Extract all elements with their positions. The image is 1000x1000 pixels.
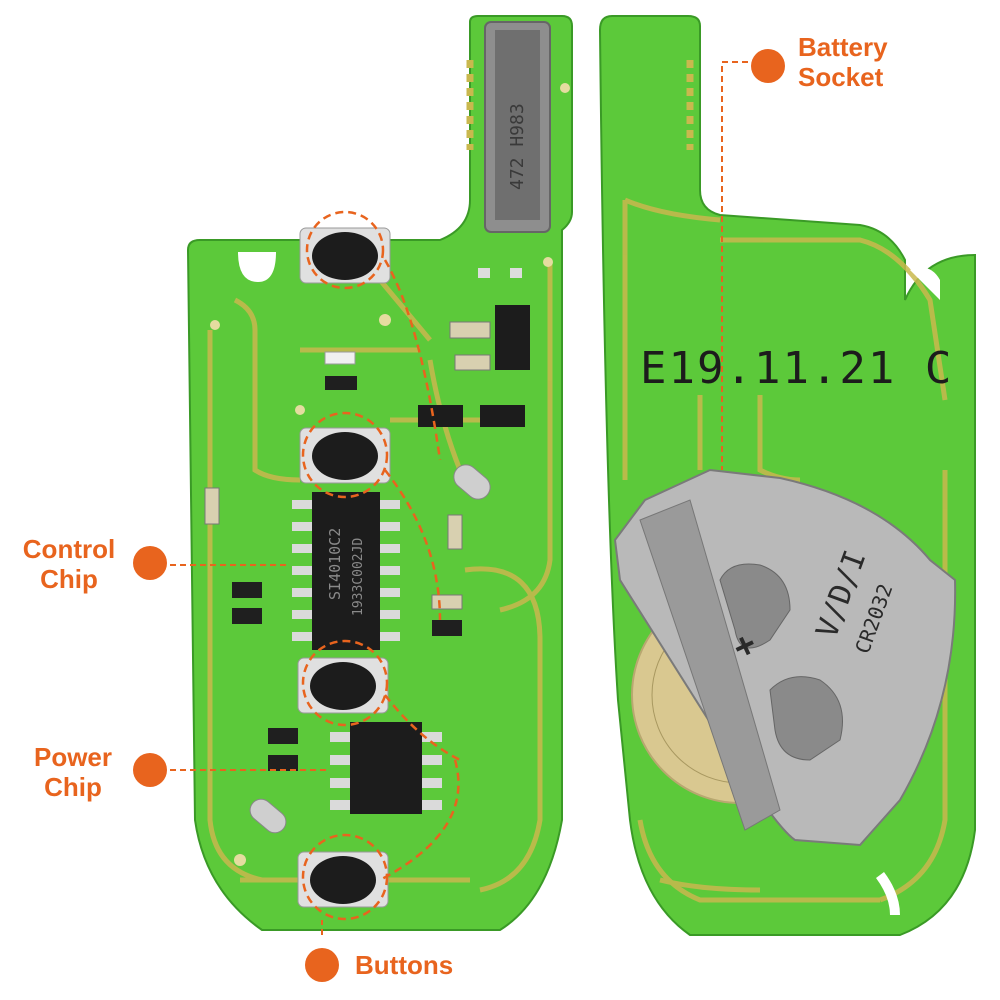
board-date-code: E19.11.21 C: [640, 343, 953, 394]
control-chip: SI4010C2 1933C002JD: [292, 492, 400, 650]
control-chip-callout-dot: [133, 546, 167, 580]
battery-socket-callout-dot: [751, 49, 785, 83]
svg-text:SI4010C2: SI4010C2: [326, 528, 344, 600]
battery-socket-label: Battery Socket: [798, 32, 888, 92]
button-highlight-circles: [301, 210, 461, 921]
tactile-button-2: [299, 427, 391, 484]
control-chip-label: Control Chip: [22, 534, 116, 594]
left-smd-components: [204, 268, 530, 834]
svg-text:472 H983: 472 H983: [507, 103, 528, 190]
connector-component: 472 H983: [484, 21, 551, 233]
tactile-button-3: [297, 657, 389, 714]
power-chip-label: Power Chip: [33, 742, 113, 802]
power-chip: [330, 722, 442, 814]
svg-text:1933C002JD: 1933C002JD: [351, 538, 366, 616]
tactile-button-4: [297, 851, 389, 908]
battery-socket: + V/D/I CR2032: [613, 468, 957, 847]
buttons-callout-dot: [305, 948, 339, 982]
buttons-label: Buttons: [355, 950, 454, 980]
power-chip-callout-dot: [133, 753, 167, 787]
tactile-button-1: [299, 227, 391, 284]
